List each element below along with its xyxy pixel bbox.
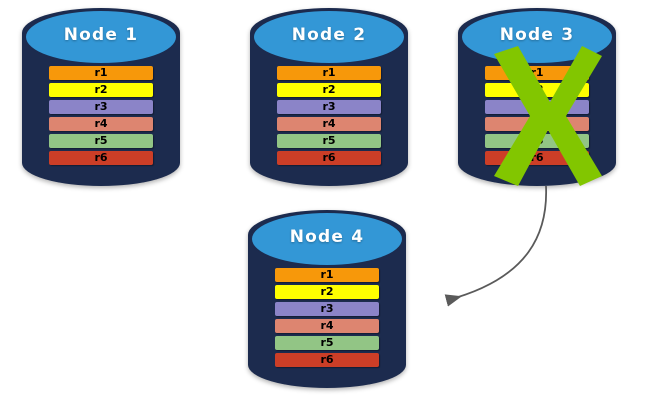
node-1-title: Node 1 xyxy=(63,25,139,45)
record-r5[interactable]: r5 xyxy=(274,336,380,350)
record-r2[interactable]: r2 xyxy=(484,83,590,97)
node-2-cylinder-top xyxy=(251,9,407,65)
node-1-records: r1 r2 r3 r4 r5 r6 xyxy=(48,66,154,165)
record-r3[interactable]: r3 xyxy=(48,100,154,114)
node-4-records: r1 r2 r3 r4 r5 r6 xyxy=(274,268,380,367)
record-r4[interactable]: r4 xyxy=(276,117,382,131)
node-3[interactable]: Node 3 r1 r2 r3 r4 r5 r6 xyxy=(458,8,616,186)
record-r6[interactable]: r6 xyxy=(274,353,380,367)
record-r4[interactable]: r4 xyxy=(484,117,590,131)
record-r2[interactable]: r2 xyxy=(274,285,380,299)
record-r1[interactable]: r1 xyxy=(274,268,380,282)
record-r2[interactable]: r2 xyxy=(48,83,154,97)
node-4-cylinder-top xyxy=(249,211,405,267)
node-3-records: r1 r2 r3 r4 r5 r6 xyxy=(484,66,590,165)
record-r6[interactable]: r6 xyxy=(276,151,382,165)
node-3-title: Node 3 xyxy=(499,25,575,45)
node-1-cylinder-top xyxy=(23,9,179,65)
record-r6[interactable]: r6 xyxy=(484,151,590,165)
record-r5[interactable]: r5 xyxy=(276,134,382,148)
node-1[interactable]: Node 1 r1 r2 r3 r4 r5 r6 xyxy=(22,8,180,186)
record-r3[interactable]: r3 xyxy=(274,302,380,316)
record-r3[interactable]: r3 xyxy=(484,100,590,114)
record-r4[interactable]: r4 xyxy=(48,117,154,131)
record-r5[interactable]: r5 xyxy=(48,134,154,148)
node-2-title: Node 2 xyxy=(291,25,367,45)
node-4[interactable]: Node 4 r1 r2 r3 r4 r5 r6 xyxy=(248,210,406,388)
record-r1[interactable]: r1 xyxy=(484,66,590,80)
record-r6[interactable]: r6 xyxy=(48,151,154,165)
record-r3[interactable]: r3 xyxy=(276,100,382,114)
node-4-title: Node 4 xyxy=(289,227,365,247)
record-r1[interactable]: r1 xyxy=(48,66,154,80)
record-r1[interactable]: r1 xyxy=(276,66,382,80)
node-2[interactable]: Node 2 r1 r2 r3 r4 r5 r6 xyxy=(250,8,408,186)
record-r4[interactable]: r4 xyxy=(274,319,380,333)
record-r5[interactable]: r5 xyxy=(484,134,590,148)
record-r2[interactable]: r2 xyxy=(276,83,382,97)
node-2-records: r1 r2 r3 r4 r5 r6 xyxy=(276,66,382,165)
